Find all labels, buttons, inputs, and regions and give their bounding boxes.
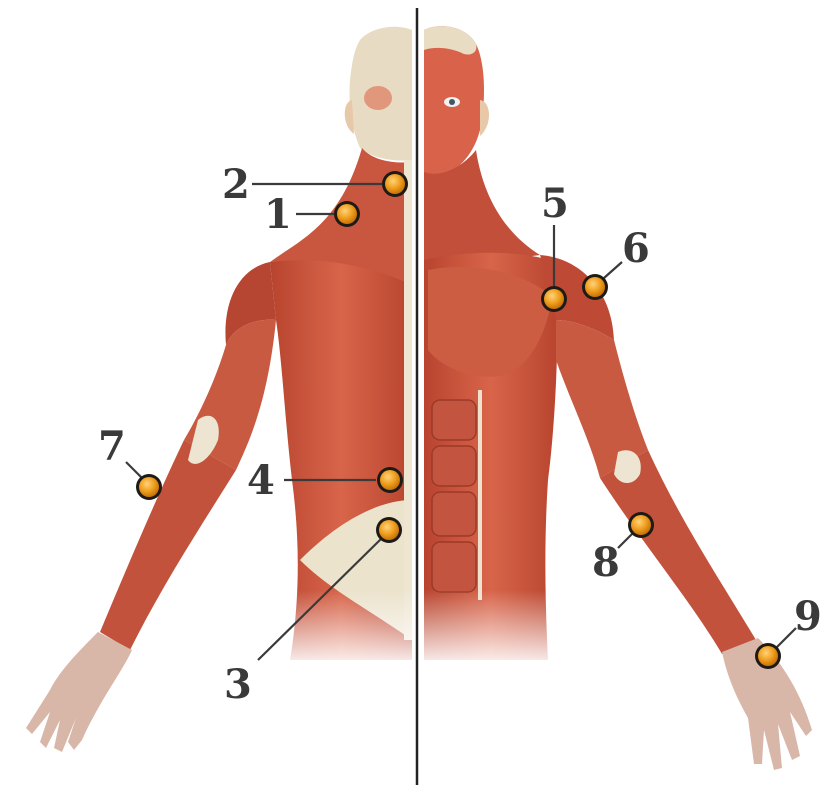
back-hand <box>26 632 132 752</box>
front-elbow-tendon <box>614 450 641 483</box>
point-label: 3 <box>224 661 252 708</box>
point-label: 9 <box>794 593 822 640</box>
leader-line <box>604 262 622 278</box>
front-abdominals <box>432 400 476 592</box>
point-label: 5 <box>541 180 569 227</box>
leader-line <box>126 462 142 478</box>
point-9[interactable]: 9 <box>755 593 822 669</box>
front-ear <box>480 100 489 136</box>
point-label: 6 <box>622 225 650 272</box>
point-6[interactable]: 6 <box>582 225 650 300</box>
point-label: 4 <box>247 457 275 504</box>
bottom-fade <box>260 590 580 670</box>
back-head-muscle-patch <box>364 86 392 110</box>
leader-line <box>776 628 796 648</box>
leader-line <box>618 534 632 548</box>
point-label: 8 <box>592 539 620 586</box>
point-5[interactable]: 5 <box>541 180 569 312</box>
point-label: 2 <box>222 161 250 208</box>
point-8[interactable]: 8 <box>592 512 654 586</box>
back-forearm <box>100 440 236 650</box>
point-7[interactable]: 7 <box>98 423 162 500</box>
point-label: 7 <box>98 423 126 470</box>
point-label: 1 <box>264 191 292 238</box>
front-eye-iris <box>449 99 455 105</box>
